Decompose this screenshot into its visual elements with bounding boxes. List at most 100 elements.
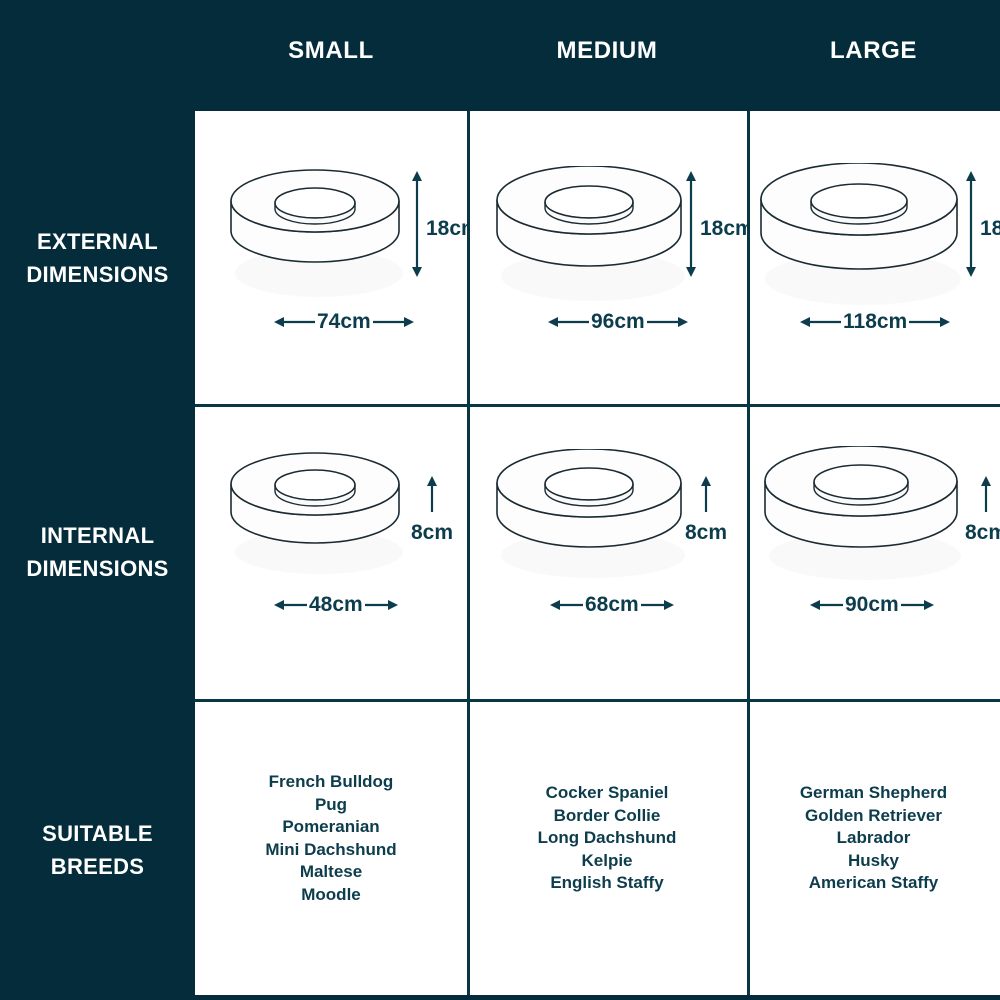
arrow-right-icon [646,316,688,327]
donut-bed-illustration-small-internal [195,404,467,699]
list-item: Kelpie [581,850,633,870]
arrow-left-icon [800,316,841,327]
arrow-left-icon [810,599,843,610]
donut-bed-svg [760,163,961,305]
arrow-right-icon [900,599,934,610]
cell-external-medium: 18cm 96cm [467,111,747,404]
arrow-right-icon [372,316,414,327]
double-arrow-vertical-icon [686,171,696,277]
dimension-width-value: 96cm [591,310,645,333]
size-guide-grid: 18cm 74cm [195,111,1000,995]
row-label-line-1: SUITABLE [42,820,153,846]
list-item: Mini Dachshund [265,839,397,859]
cell-internal-medium: 8cm 68cm [467,404,747,699]
row-label-line-2: BREEDS [50,853,145,879]
cell-breeds-medium: Cocker Spaniel Border Collie Long Dachsh… [467,699,747,995]
cell-internal-small: 8cm 48cm [195,404,467,699]
dimension-height-small-internal: 8cm [411,474,453,543]
dimension-height-medium-external: 18cm [683,169,747,279]
dimension-width-large-external: 118cm [799,311,951,332]
grid-divider-vertical-1 [467,111,470,995]
column-header-row: SMALL MEDIUM LARGE [195,0,1000,111]
dimension-height-value: 8cm [411,521,454,544]
breeds-list-large: German Shepherd Golden Retriever Labrado… [747,782,1000,895]
donut-bed-svg [230,169,403,297]
donut-bed-svg [496,166,685,301]
double-arrow-vertical-icon [966,171,976,277]
arrow-left-icon [548,316,589,327]
dimension-width-small-internal: 48cm [273,594,399,615]
list-item: Pug [314,794,348,814]
dimension-height-small-external: 18cm [409,169,467,279]
row-label-external-dimensions: EXTERNAL DIMENSIONS [0,111,195,404]
row-label-line-1: INTERNAL [40,522,155,548]
list-item: Maltese [299,862,363,882]
column-header-medium: MEDIUM [556,36,658,64]
dimension-height-medium-internal: 8cm [685,474,727,543]
grid-divider-vertical-2 [747,111,750,995]
breeds-list-small: French Bulldog Pug Pomeranian Mini Dachs… [195,771,467,907]
arrow-left-icon [550,599,583,610]
donut-bed-illustration-medium-internal [467,404,747,699]
cell-breeds-small: French Bulldog Pug Pomeranian Mini Dachs… [195,699,467,995]
row-label-line-1: EXTERNAL [37,228,158,254]
column-header-large: LARGE [830,36,917,64]
arrow-left-icon [274,316,315,327]
dimension-height-value: 18cm [425,216,467,241]
list-item: Cocker Spaniel [545,783,669,802]
cell-breeds-large: German Shepherd Golden Retriever Labrado… [747,699,1000,995]
grid-divider-horizontal-1 [195,404,1000,407]
list-item: German Shepherd [799,783,948,802]
list-item: Golden Retriever [805,805,942,825]
double-arrow-vertical-icon [412,171,422,277]
arrow-up-icon [981,476,992,512]
list-item: Pomeranian [282,817,380,837]
donut-bed-illustration-small-external [195,111,467,404]
list-item: French Bulldog [268,772,394,791]
donut-bed-svg [496,449,685,578]
cell-external-large: 18cm 118cm [747,111,1000,404]
row-label-line-2: DIMENSIONS [26,555,169,581]
size-guide-panel: 18cm 74cm [195,111,1000,995]
arrow-up-icon [427,476,438,512]
dimension-height-value: 18cm [979,216,1000,241]
donut-bed-illustration-large-external [747,111,1000,404]
dimension-height-value: 18cm [699,216,747,241]
list-item: English Staffy [550,873,664,893]
dimension-width-medium-external: 96cm [547,311,689,332]
list-item: Moodle [301,885,361,905]
dimension-width-value: 118cm [843,310,908,333]
row-label-internal-dimensions: INTERNAL DIMENSIONS [0,404,195,699]
donut-bed-svg [230,452,403,574]
donut-bed-svg [764,446,961,580]
list-item: Labrador [836,828,911,848]
dimension-width-large-internal: 90cm [809,594,935,615]
row-label-column: EXTERNAL DIMENSIONS INTERNAL DIMENSIONS … [0,111,195,1000]
dimension-height-value: 8cm [965,521,1000,544]
dimension-width-value: 90cm [845,593,899,616]
dimension-height-value: 8cm [685,521,728,544]
list-item: Long Dachshund [537,828,677,848]
dimension-width-medium-internal: 68cm [549,594,675,615]
donut-bed-illustration-medium-external [467,111,747,404]
donut-bed-illustration-large-internal [747,404,1000,699]
dimension-width-value: 68cm [585,593,639,616]
cell-internal-large: 8cm 90cm [747,404,1000,699]
row-label-suitable-breeds: SUITABLE BREEDS [0,699,195,1000]
column-header-small: SMALL [288,36,374,64]
list-item: American Staffy [808,873,939,893]
cell-external-small: 18cm 74cm [195,111,467,404]
arrow-right-icon [640,599,674,610]
breeds-list-medium: Cocker Spaniel Border Collie Long Dachsh… [467,782,747,895]
list-item: Husky [847,850,900,870]
row-label-line-2: DIMENSIONS [26,261,169,287]
arrow-right-icon [364,599,398,610]
dimension-width-value: 48cm [309,593,363,616]
dimension-width-small-external: 74cm [273,311,415,332]
dimension-height-large-internal: 8cm [965,474,1000,543]
arrow-up-icon [701,476,712,512]
arrow-right-icon [909,316,951,327]
grid-divider-horizontal-2 [195,699,1000,702]
arrow-left-icon [274,599,307,610]
dimension-height-large-external: 18cm [963,169,1000,279]
